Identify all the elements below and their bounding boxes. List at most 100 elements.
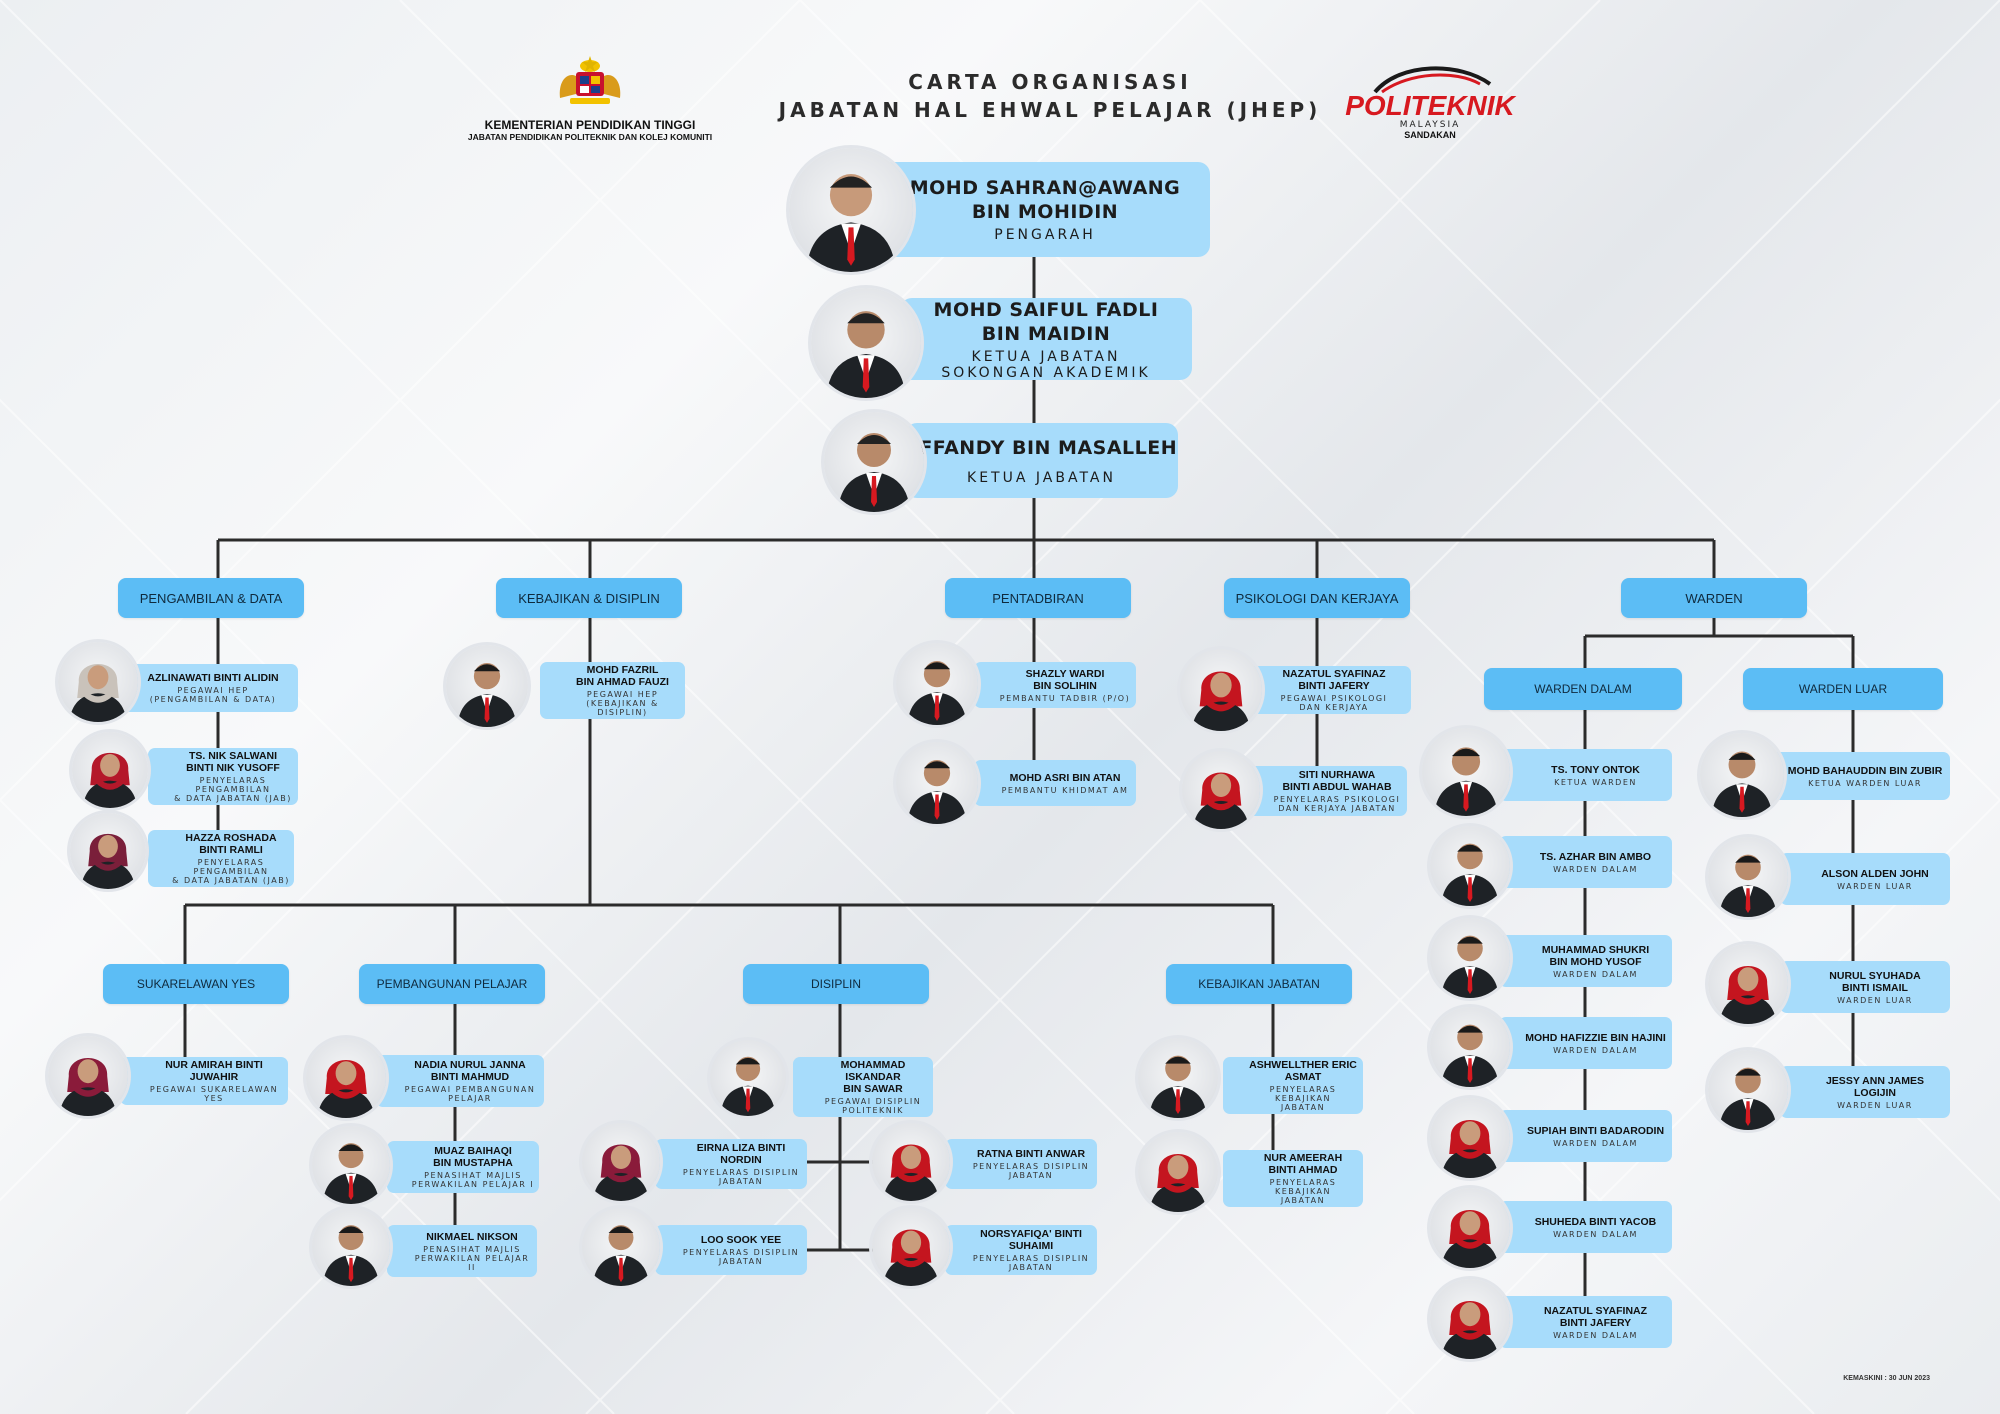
ministry-name: KEMENTERIAN PENDIDIKAN TINGGI xyxy=(484,118,696,132)
staff-photo-warden-luar-2 xyxy=(1708,944,1788,1024)
staff-photo-warden-luar-1 xyxy=(1708,837,1788,917)
staff-name-line: NUR AMIRAH BINTI JUWAHIR xyxy=(165,1059,263,1083)
director-role: PENGARAH xyxy=(994,227,1096,243)
staff-role-line: PENYELARAS DISIPLIN xyxy=(972,1162,1090,1171)
politeknik-malaysia: MALAYSIA xyxy=(1399,120,1461,130)
person-avatar-icon xyxy=(720,1056,776,1116)
staff-name-line: TS. NIK SALWANI xyxy=(188,750,278,762)
staff-photo-kebajikan-jabatan-0 xyxy=(1138,1038,1218,1118)
staff-role-line: JABATAN xyxy=(1280,1196,1326,1205)
staff-name-line: TS. AZHAR BIN AMBO xyxy=(1539,850,1652,863)
staff-role-line: PELAJAR xyxy=(448,1094,492,1103)
person-avatar-icon xyxy=(882,1229,940,1286)
staff-role-line: PENYELARAS PENGAMBILAN xyxy=(193,858,269,876)
title-line-1: CARTA ORGANISASI xyxy=(908,70,1192,94)
person-avatar-icon xyxy=(838,433,910,512)
head-academic-photo xyxy=(811,288,921,398)
staff-role-line: PEGAWAI HEP xyxy=(177,686,249,695)
staff-role-line: JABATAN xyxy=(718,1257,764,1266)
staff-role-line: WARDEN LUAR xyxy=(1837,1100,1913,1110)
staff-name-line: BIN MOHD YUSOF xyxy=(1549,955,1642,968)
staff-name-line: SUPIAH BINTI BADARODIN xyxy=(1526,1124,1665,1137)
staff-role-line: PENASIHAT MAJLIS xyxy=(424,1171,522,1180)
head-department-name: EFFANDY BIN MASALLEH xyxy=(905,436,1178,459)
staff-role-line: & DATA JABATAN (JAB) xyxy=(174,794,292,803)
staff-role-line: JABATAN xyxy=(1008,1171,1054,1180)
ministry-block: KEMENTERIAN PENDIDIKAN TINGGI JABATAN PE… xyxy=(440,50,740,142)
person-avatar-icon xyxy=(317,1060,375,1118)
person-avatar-icon xyxy=(806,174,896,272)
person-avatar-icon xyxy=(1441,1210,1499,1268)
person-avatar-icon xyxy=(322,1143,380,1204)
staff-name-line: BINTI JAFERY xyxy=(1559,1316,1632,1329)
person-avatar-icon xyxy=(1441,935,1499,998)
staff-role-line: PENYELARAS KEBAJIKAN xyxy=(1269,1178,1337,1196)
person-avatar-icon xyxy=(1711,751,1773,817)
dept-psikologi-kerjaya: PSIKOLOGI DAN KERJAYA xyxy=(1224,578,1410,618)
title-line-2: JABATAN HAL EHWAL PELAJAR (JHEP) xyxy=(778,98,1322,122)
staff-photo-psikologi-0 xyxy=(1180,649,1262,731)
staff-name-line: NURUL SYUHADA xyxy=(1829,969,1921,982)
staff-role-line: PENYELARAS PENGAMBILAN xyxy=(195,776,271,794)
staff-role-line: WARDEN DALAM xyxy=(1553,969,1638,979)
staff-role-line: POLITEKNIK xyxy=(842,1106,904,1115)
staff-role-line: WARDEN DALAM xyxy=(1553,864,1638,874)
staff-role-line: PEGAWAI DISIPLIN xyxy=(824,1097,922,1106)
staff-photo-pentadbiran-0 xyxy=(896,643,978,725)
staff-role-line: WARDEN LUAR xyxy=(1837,881,1913,891)
staff-name-line: SHAZLY WARDI xyxy=(1025,667,1105,680)
staff-name-line: NUR AMEERAH xyxy=(1263,1152,1343,1164)
staff-photo-pentadbiran-1 xyxy=(896,742,978,824)
staff-name-line: NIKMAEL NIKSON xyxy=(426,1230,518,1243)
staff-role-line: DAN KERJAYA xyxy=(1299,703,1369,712)
staff-name-line: MOHD FAZRIL xyxy=(586,664,659,676)
staff-name-line: ALSON ALDEN JOHN xyxy=(1821,867,1929,880)
head-academic-role-line-1: KETUA JABATAN xyxy=(971,348,1121,365)
staff-photo-warden-dalam-0 xyxy=(1422,728,1510,816)
staff-name-line: NADIA NURUL JANNA xyxy=(414,1059,526,1071)
subdept-warden-luar: WARDEN LUAR xyxy=(1743,668,1943,710)
staff-photo-warden-dalam-5 xyxy=(1430,1188,1510,1268)
staff-photo-warden-dalam-6 xyxy=(1430,1279,1510,1359)
staff-name-line: NORSYAFIQA' BINTI SUHAIMI xyxy=(980,1228,1082,1252)
staff-name-line: SITI NURHAWA xyxy=(1298,769,1376,781)
person-avatar-icon xyxy=(826,311,906,398)
staff-name-line: MUHAMMAD SHUKRI xyxy=(1541,943,1650,956)
staff-role-line: KETUA WARDEN xyxy=(1554,777,1637,787)
head-academic-name-line-2: BIN MAIDIN xyxy=(981,322,1111,345)
person-avatar-icon xyxy=(882,1144,940,1201)
staff-photo-warden-luar-0 xyxy=(1700,733,1784,817)
staff-name-line: MOHD ASRI BIN ATAN xyxy=(1009,771,1121,784)
staff-role-line: JABATAN xyxy=(1008,1263,1054,1272)
director-photo xyxy=(789,148,913,272)
staff-photo-sukarelawan-0 xyxy=(48,1036,128,1116)
staff-photo-pembangunan-1 xyxy=(312,1126,390,1204)
staff-name-line: TS. TONY ONTOK xyxy=(1551,763,1640,776)
person-avatar-icon xyxy=(592,1225,650,1286)
subdept-pembangunan-pelajar: PEMBANGUNAN PELAJAR xyxy=(359,964,545,1004)
staff-name-line: NAZATUL SYAFINAZ xyxy=(1543,1304,1648,1317)
staff-name-line: MOHD HAFIZZIE BIN HAJINI xyxy=(1525,1031,1666,1044)
staff-role-line: PEMBANTU TADBIR (P/O) xyxy=(999,693,1131,703)
last-updated-note: KEMASKINI : 30 JUN 2023 xyxy=(1843,1375,1930,1382)
person-avatar-icon xyxy=(59,1058,117,1116)
staff-role-line: WARDEN DALAM xyxy=(1553,1330,1638,1340)
director-name-line-2: BIN MOHIDIN xyxy=(971,201,1119,223)
staff-name-line: NAZATUL SYAFINAZ xyxy=(1282,668,1386,680)
person-avatar-icon xyxy=(1441,1120,1499,1178)
politeknik-swoosh-icon xyxy=(1373,66,1492,94)
staff-role-line: PERWAKILAN PELAJAR II xyxy=(414,1253,530,1272)
head-academic-name-line-1: MOHD SAIFUL FADLI xyxy=(933,298,1159,321)
staff-photo-pembangunan-2 xyxy=(312,1208,390,1286)
person-avatar-icon xyxy=(1434,747,1498,816)
